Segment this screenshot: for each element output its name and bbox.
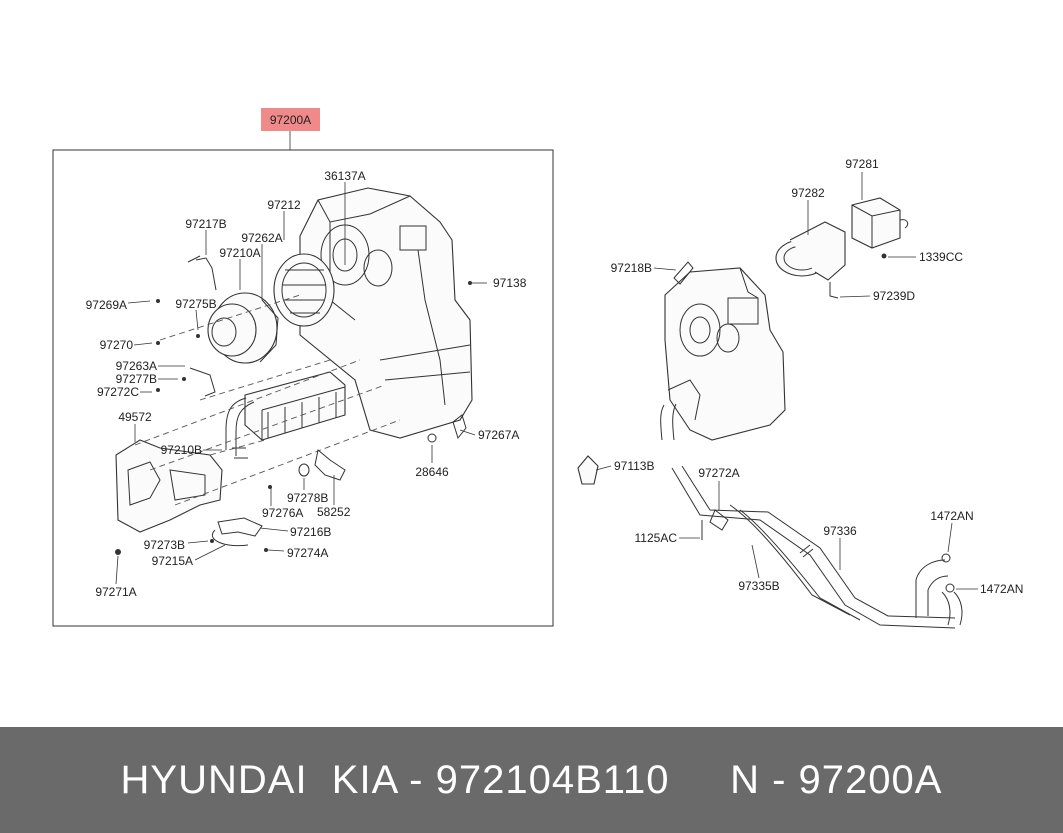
part-number-footer: HYUNDAI KIA - 972104B110 N - 97200A [0, 727, 1063, 833]
part-label[interactable]: 1125AC [635, 531, 678, 545]
part-label[interactable]: 97272C [97, 385, 139, 399]
part-label[interactable]: 97272A [698, 466, 739, 480]
part-label[interactable]: 49572 [118, 410, 152, 424]
part-label[interactable]: 97335B [738, 579, 779, 593]
part-label[interactable]: 97282 [791, 186, 825, 200]
part-label[interactable]: 36137A [324, 169, 365, 183]
part-label[interactable]: 97274A [287, 546, 328, 560]
part-label[interactable]: 97217B [185, 217, 226, 231]
footer-text: HYUNDAI KIA - 972104B110 N - 97200A [120, 757, 943, 802]
pipe-leaders [595, 172, 978, 590]
assembly-label-group: 36137A 97212 97217B 97262A 97210A 97269A… [86, 169, 527, 599]
part-label[interactable]: 1472AN [980, 582, 1023, 596]
part-label[interactable]: 97270 [100, 338, 134, 352]
part-label[interactable]: 97210B [161, 443, 202, 457]
assembly-frame [52, 149, 554, 627]
part-label[interactable]: 97210A [219, 246, 260, 260]
part-label[interactable]: 28646 [415, 465, 449, 479]
part-label[interactable]: 97263A [116, 359, 157, 373]
part-label[interactable]: 97271A [95, 585, 136, 599]
part-label[interactable]: 97212 [267, 198, 301, 212]
pipe-duct-drawing [577, 197, 963, 629]
part-label[interactable]: 97216B [290, 525, 331, 539]
part-label[interactable]: 97218B [611, 261, 652, 275]
part-label[interactable]: 97281 [845, 157, 879, 171]
assembly-leaders [115, 182, 487, 585]
part-label[interactable]: 97215A [152, 554, 193, 568]
part-label[interactable]: 97262A [241, 231, 282, 245]
part-label[interactable]: 97269A [86, 298, 127, 312]
part-label[interactable]: 97275B [175, 297, 216, 311]
part-label[interactable]: 97239D [873, 289, 915, 303]
part-label[interactable]: 58252 [317, 505, 351, 519]
part-label[interactable]: 97273B [144, 538, 185, 552]
part-label[interactable]: 97336 [823, 524, 857, 538]
main-part-code[interactable]: 97200A [270, 113, 311, 127]
part-label[interactable]: 97277B [116, 372, 157, 386]
heater-unit-drawing [115, 187, 473, 555]
part-label[interactable]: 97267A [478, 428, 519, 442]
part-label[interactable]: 97138 [493, 276, 527, 290]
main-part-highlight[interactable] [261, 108, 320, 131]
parts-diagram: 97200A [52, 108, 1024, 629]
part-label[interactable]: 1472AN [930, 509, 973, 523]
part-label[interactable]: 97276A [262, 506, 303, 520]
part-label[interactable]: 97278B [287, 491, 328, 505]
part-label[interactable]: 1339CC [919, 250, 963, 264]
part-label[interactable]: 97113B [614, 459, 654, 473]
pipe-label-group: 97281 97282 1339CC 97218B 97239D 97113B … [611, 157, 1024, 596]
